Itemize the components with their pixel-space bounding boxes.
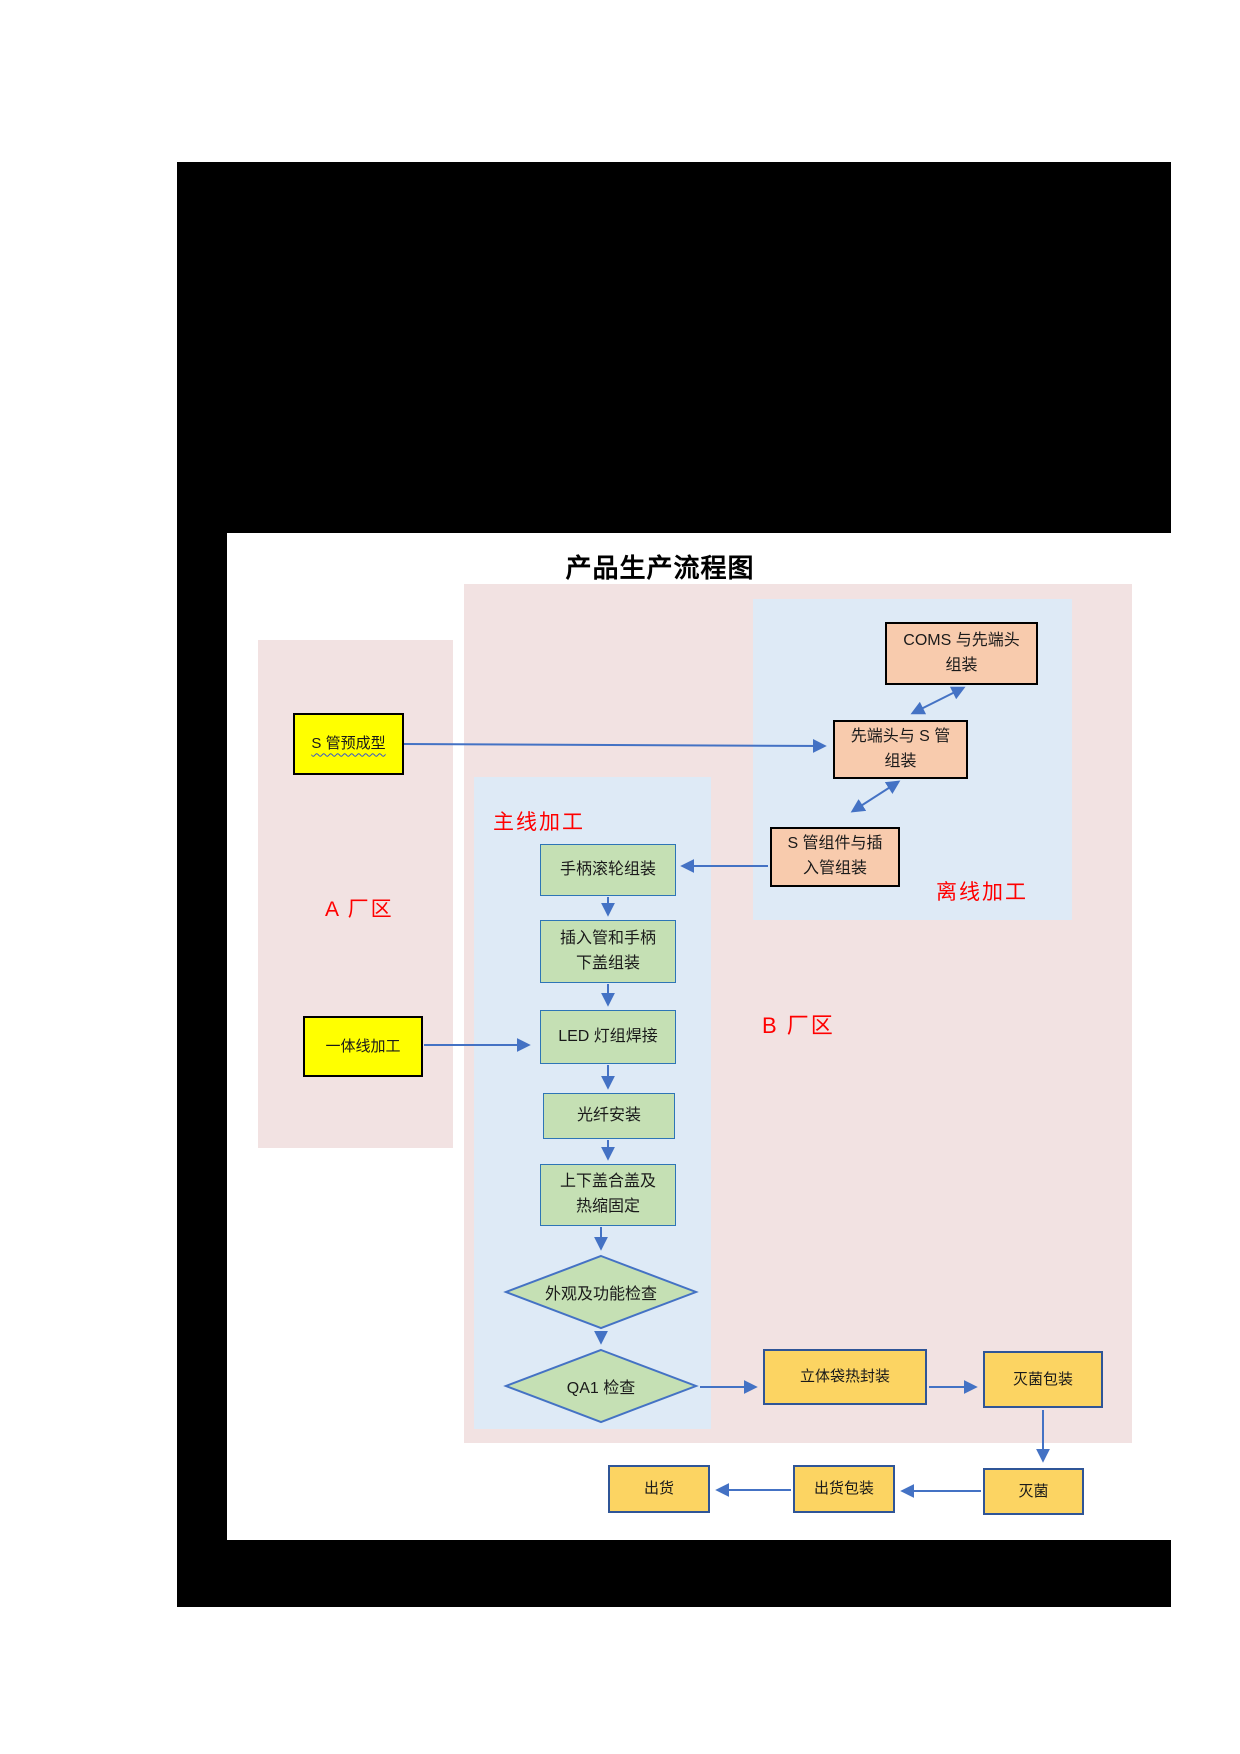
node-insert-tube-handle-lower-cover-assembly: 插入管和手柄 下盖组装: [540, 920, 676, 983]
node-integrated-line-label: 一体线加工: [325, 1037, 401, 1055]
node-fiber-installation: 光纤安装: [543, 1093, 675, 1139]
node-s-tube-preform: S 管预成型: [293, 713, 404, 775]
node-cover-closing-heat-shrink: 上下盖合盖及 热缩固定: [540, 1164, 676, 1226]
node-qa1-check: QA1 检查: [503, 1348, 699, 1424]
node-pouch-heat-sealing: 立体袋热封装: [763, 1349, 927, 1405]
diamond-shape: [503, 1348, 699, 1424]
label-factory-b: B 厂区: [762, 1013, 835, 1038]
node-appearance-function-check-label: 外观及功能检查: [544, 1286, 657, 1303]
node-sterilization: 灭菌: [983, 1468, 1084, 1515]
node-s-tube-preform-label: S 管预成型: [311, 735, 386, 753]
label-mainline-processing: 主线加工: [493, 811, 585, 834]
label-offline-processing: 离线加工: [936, 881, 1028, 904]
node-s-tube-component-insert-assembly: S 管组件与插 入管组装: [770, 827, 900, 887]
page-title: 产品生产流程图: [565, 554, 755, 583]
frame-top-band: [177, 162, 1171, 533]
frame-left-column: [177, 162, 227, 1607]
node-qa1-check-label: QA1 检查: [566, 1380, 636, 1397]
node-handle-roller-assembly: 手柄滚轮组装: [540, 844, 676, 896]
node-tip-s-tube-assembly: 先端头与 S 管 组装: [833, 720, 968, 779]
node-appearance-function-check: 外观及功能检查: [503, 1254, 699, 1330]
label-factory-a: A 厂区: [325, 898, 394, 921]
node-integrated-line: 一体线加工: [303, 1016, 423, 1077]
frame-bottom-band: [177, 1540, 1171, 1607]
node-led-light-welding: LED 灯组焊接: [540, 1010, 676, 1064]
node-shipping-packaging: 出货包装: [793, 1465, 895, 1513]
node-shipping: 出货: [608, 1465, 710, 1513]
diamond-shape: [503, 1254, 699, 1330]
node-sterilization-packaging: 灭菌包装: [983, 1351, 1103, 1408]
node-coms-tip-assembly: COMS 与先端头 组装: [885, 622, 1038, 685]
